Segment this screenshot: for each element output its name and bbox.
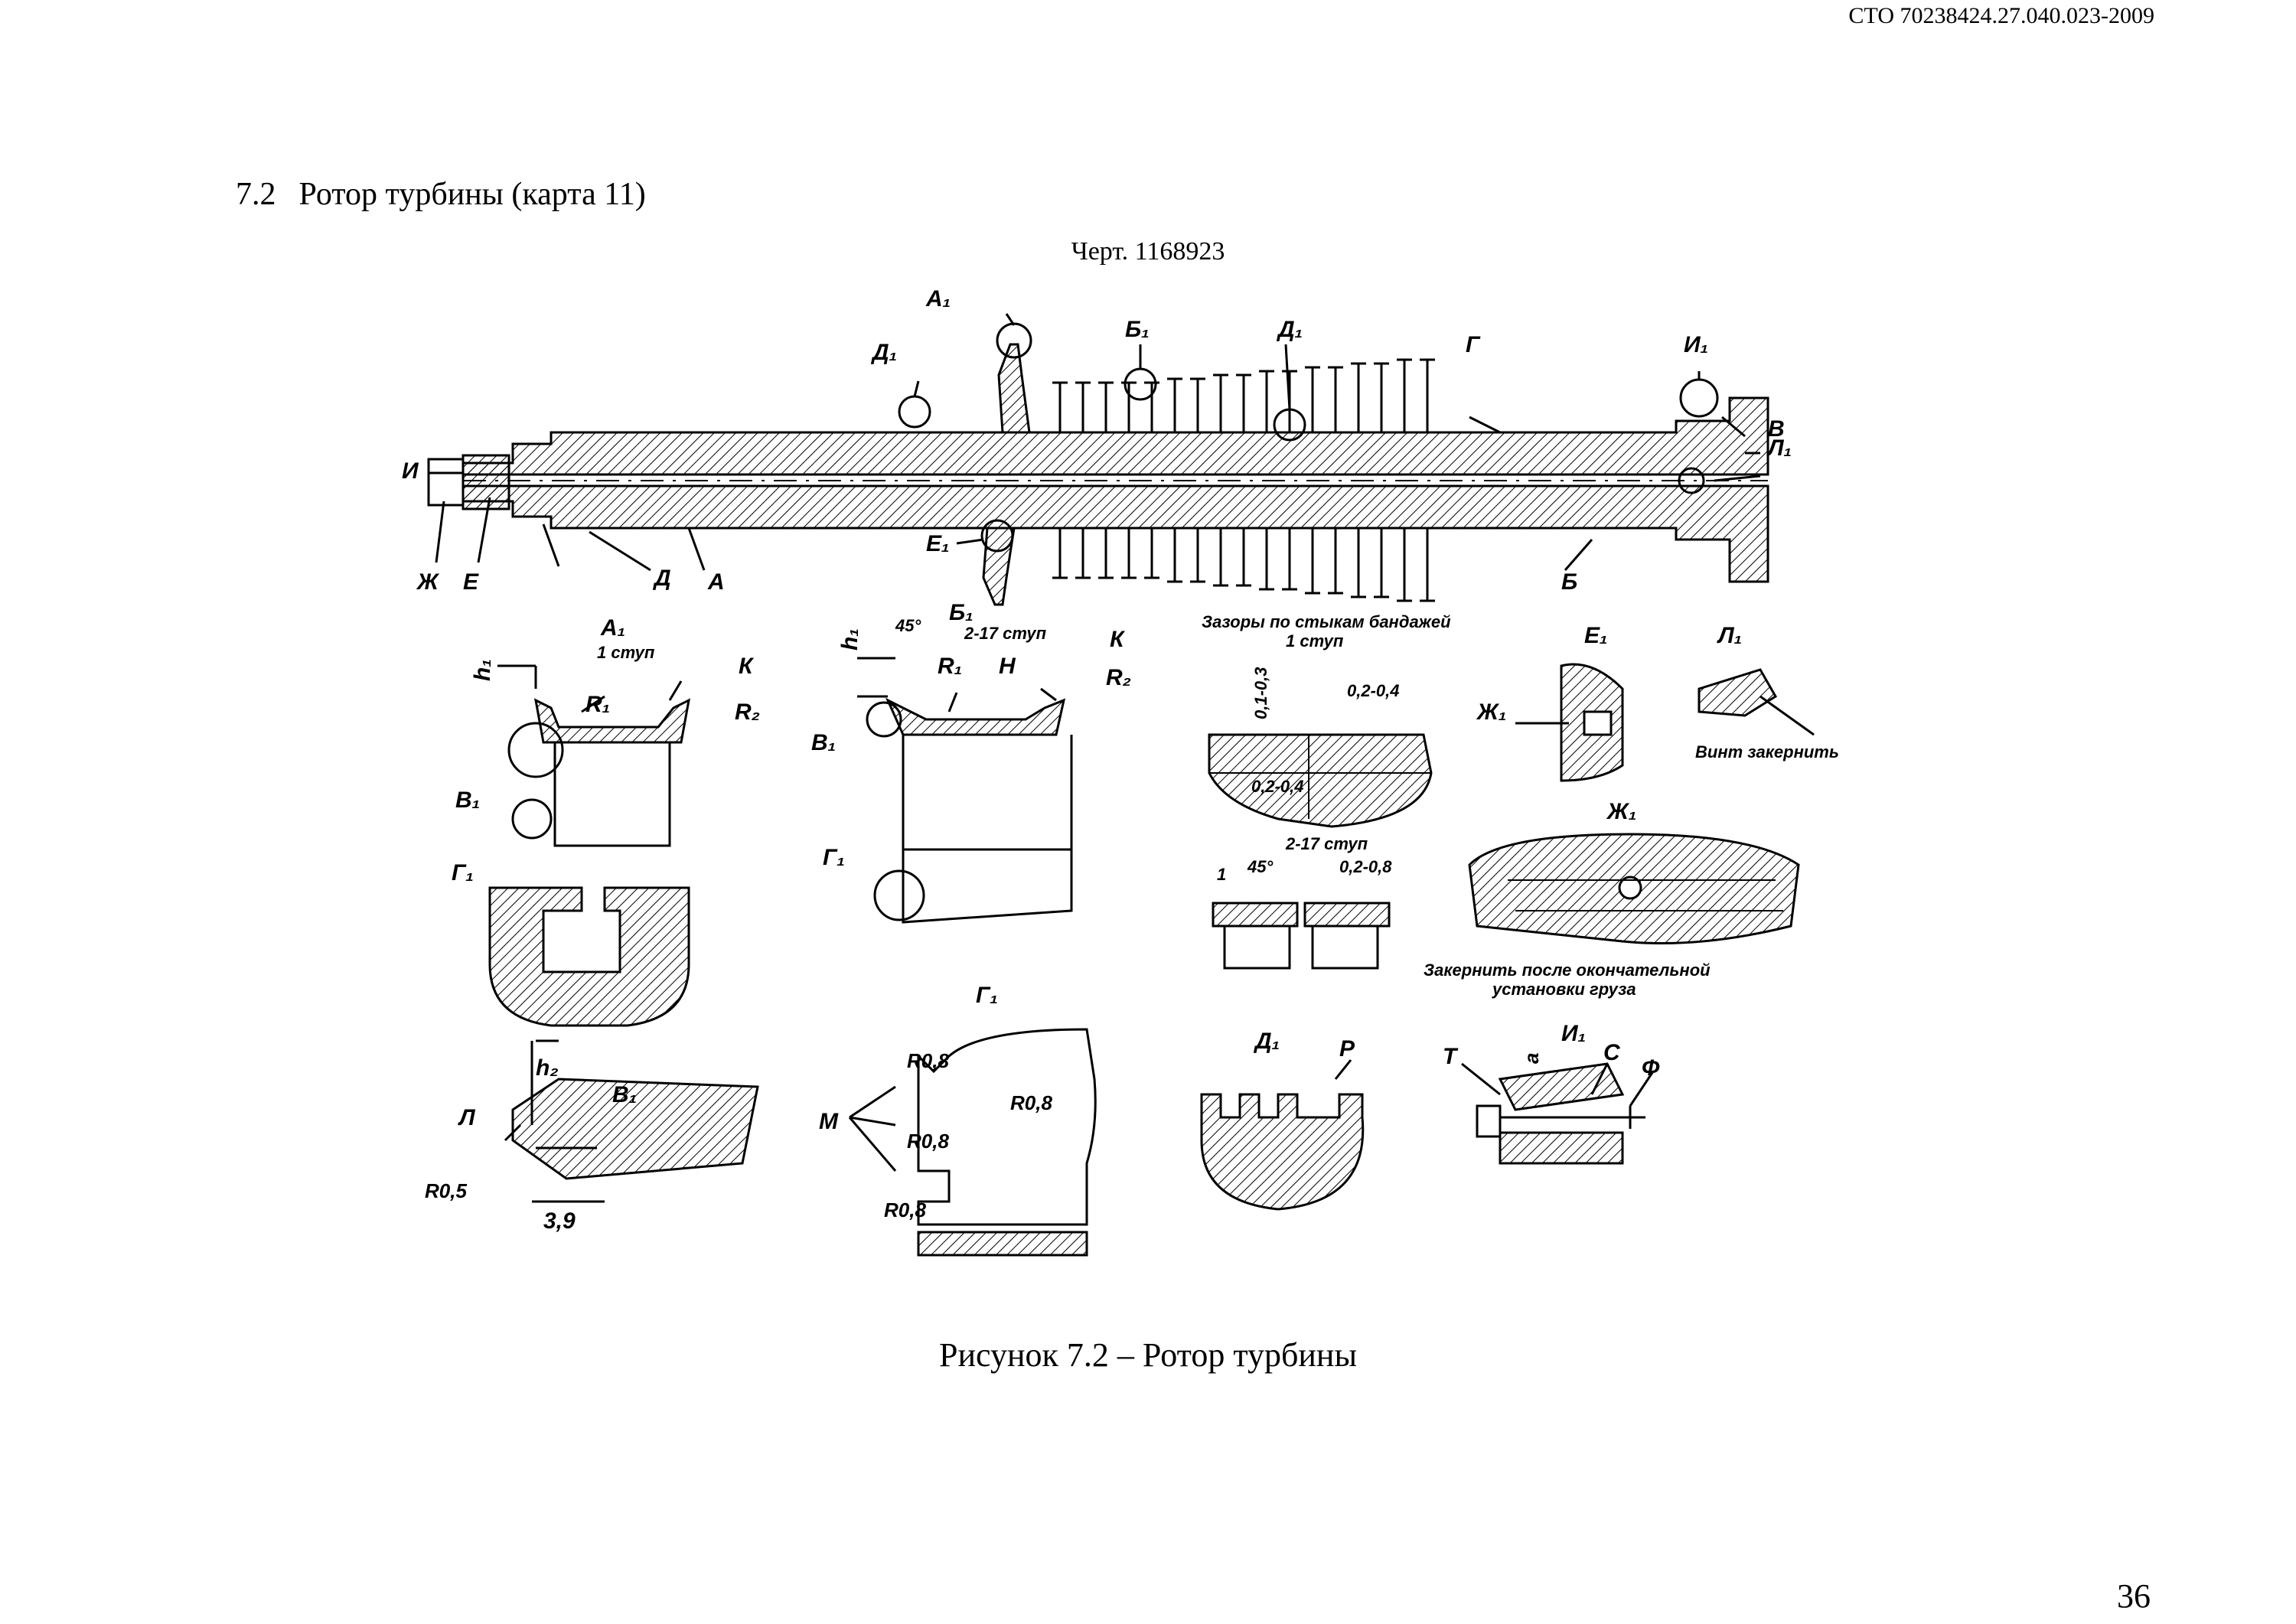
label-gap-02-04-b: 0,2-0,4 — [1251, 777, 1304, 796]
label-gaps-title: Зазоры по стыкам бандажей — [1202, 612, 1451, 631]
label-a: А — [707, 569, 725, 595]
detail-d1 — [1200, 1059, 1365, 1211]
label-a1: А₁ — [925, 286, 951, 311]
detail-gaps — [1208, 733, 1433, 970]
label-a-small: а — [1520, 1053, 1543, 1064]
label-l1-view: Л₁ — [1717, 623, 1742, 648]
detail-e1-l1-zh1 — [1468, 663, 1815, 944]
blade-rows — [1052, 358, 1435, 602]
detail-i1 — [1461, 1062, 1655, 1165]
label-d1-view: Д₁ — [1253, 1029, 1280, 1054]
label-45deg: 45° — [895, 616, 921, 635]
section-title: Ротор турбины (карта 11) — [298, 177, 646, 212]
label-stage1: 1 ступ — [597, 643, 655, 662]
label-mark-note-2: установки груза — [1492, 980, 1636, 999]
label-g1-view: Г₁ — [976, 983, 998, 1008]
label-stage2-17: 2-17 ступ — [964, 624, 1047, 643]
section-heading: 7.2 Ротор турбины (карта 11) — [236, 176, 646, 213]
detail-g1 — [848, 1028, 1097, 1257]
label-r08-c: R0,8 — [907, 1130, 949, 1153]
label-n: Н — [999, 654, 1016, 679]
label-e1-view: Е₁ — [1584, 623, 1608, 648]
label-r08-b: R0,8 — [1010, 1091, 1052, 1114]
figure-caption: Рисунок 7.2 – Ротор турбины — [938, 1336, 1358, 1374]
label-h2: h₂ — [536, 1055, 559, 1081]
label-h1-b: h₁ — [837, 628, 863, 651]
label-m: М — [819, 1109, 839, 1134]
label-v1-b: В₁ — [811, 730, 836, 755]
label-gap-01-03: 0,1-0,3 — [1251, 667, 1270, 720]
label-g1: Г₁ — [452, 860, 474, 885]
label-s: С — [1603, 1040, 1621, 1065]
label-l: Л — [458, 1105, 476, 1130]
document-code: СТО 70238424.27.040.023-2009 — [1848, 3, 2154, 28]
label-screw-note: Винт закернить — [1695, 742, 1839, 761]
label-zh1: Ж₁ — [1476, 699, 1506, 725]
label-b1-view: Б₁ — [949, 600, 974, 625]
label-r2-b: R₂ — [1106, 665, 1131, 690]
label-p: Р — [1339, 1036, 1355, 1061]
label-zh1-view: Ж₁ — [1606, 799, 1636, 824]
rotor-figure: А₁ Д₁ Б₁ Д₁ Г И₁ В Л₁ И Ж Е Д А Е₁ Б А₁ … — [398, 283, 1929, 1286]
label-mark-note-1: Закернить после окончательной — [1424, 960, 1711, 980]
label-k-b: К — [1110, 627, 1126, 652]
label-b: Б — [1561, 569, 1577, 595]
label-i1-view: И₁ — [1561, 1021, 1586, 1046]
label-a1-view: А₁ — [600, 615, 625, 641]
label-gap-02-04-a: 0,2-0,4 — [1347, 681, 1400, 700]
label-l1: Л₁ — [1766, 435, 1792, 461]
drawing-number: Черт. 1168923 — [1071, 237, 1225, 266]
label-d1-b: Д₁ — [1276, 317, 1303, 342]
label-r05: R0,5 — [425, 1179, 467, 1202]
label-t: Т — [1443, 1044, 1459, 1069]
detail-a1 — [488, 664, 691, 1027]
label-zh: Ж — [416, 569, 440, 595]
rotor-drawing: А₁ Д₁ Б₁ Д₁ Г И₁ В Л₁ И Ж Е Д А Е₁ Б А₁ … — [402, 286, 1839, 1257]
detail-v1 — [504, 1039, 759, 1203]
section-number: 7.2 — [236, 177, 276, 212]
label-v1: В₁ — [455, 788, 480, 813]
label-g: Г — [1466, 332, 1481, 357]
label-b1: Б₁ — [1125, 317, 1150, 342]
label-v: В — [1768, 416, 1785, 442]
label-gap-02-08: 0,2-0,8 — [1339, 857, 1392, 876]
label-gaps-stage1: 1 ступ — [1286, 631, 1344, 651]
label-i1: И₁ — [1684, 332, 1708, 357]
label-k: К — [739, 654, 755, 679]
label-e1: Е₁ — [926, 531, 950, 556]
detail-b1 — [857, 657, 1073, 924]
label-r08-a: R0,8 — [907, 1049, 949, 1072]
label-e: Е — [463, 569, 479, 595]
label-one: 1 — [1217, 865, 1226, 884]
page-number: 36 — [2117, 1577, 2151, 1615]
label-i: И — [402, 458, 419, 484]
label-gaps-stage2: 2-17 ступ — [1285, 834, 1368, 853]
label-v1-view: В₁ — [612, 1082, 637, 1107]
label-h1: h₁ — [470, 659, 495, 681]
label-dim-39: 3,9 — [543, 1208, 576, 1234]
label-f: Ф — [1642, 1055, 1660, 1081]
label-g1-b: Г₁ — [823, 845, 845, 870]
label-r1-b: R₁ — [938, 654, 962, 679]
label-r1: R₁ — [585, 692, 610, 717]
rotor-shaft — [427, 322, 1769, 606]
label-r2: R₂ — [735, 699, 760, 725]
label-d1: Д₁ — [870, 340, 897, 365]
label-r08-d: R0,8 — [884, 1198, 926, 1221]
label-45deg-b: 45° — [1247, 857, 1273, 876]
label-d: Д — [652, 566, 671, 591]
